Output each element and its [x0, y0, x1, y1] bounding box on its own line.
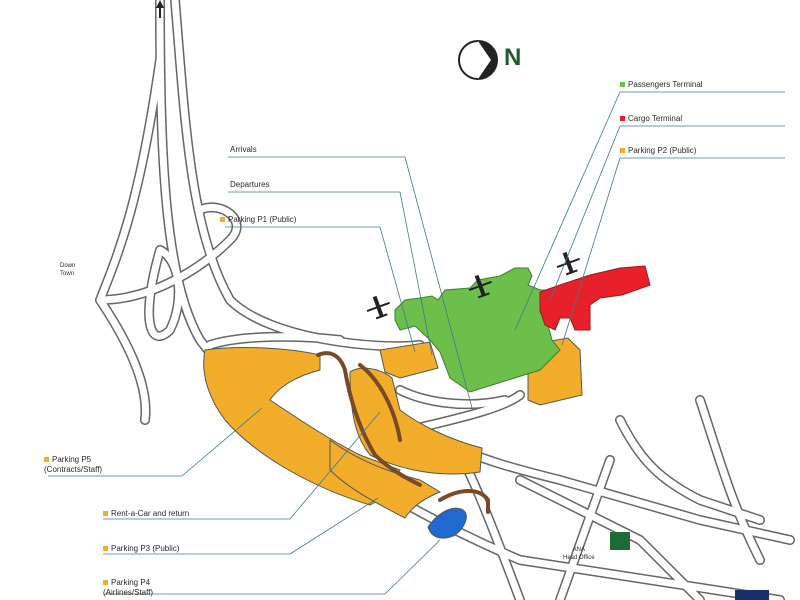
parking-areas [203, 337, 583, 519]
legend-parking-p5: Parking P5 (Contracts/Staff) [44, 455, 102, 475]
legend-label: Parking P5 [52, 455, 92, 464]
legend-label: Parking P3 (Public) [111, 544, 180, 553]
downtown-line2: Town [60, 271, 75, 277]
label-arrivals: Arrivals [230, 145, 257, 154]
airplane-icon [366, 295, 390, 320]
legend-cargo-terminal: Cargo Terminal [620, 114, 682, 124]
swatch-parking [620, 148, 625, 153]
rent-a-car-roads [316, 351, 490, 514]
corner-block [735, 590, 769, 600]
swatch-cargo [620, 116, 625, 121]
legend-label: Rent-a-Car and return [111, 509, 190, 518]
swatch-parking [103, 580, 108, 585]
swatch-parking [103, 546, 108, 551]
leader-lines [48, 91, 785, 595]
legend-label: Parking P4 [111, 578, 151, 587]
legend-passengers-terminal: Passengers Terminal [620, 80, 703, 90]
compass-icon [458, 40, 498, 80]
label-departures: Departures [230, 180, 270, 189]
swatch-parking [220, 217, 225, 222]
legend-label: Parking P1 (Public) [228, 215, 297, 224]
legend-label: Parking P2 (Public) [628, 146, 697, 155]
legend-parking-p3: Parking P3 (Public) [103, 544, 179, 554]
legend-parking-p4: Parking P4 (Airlines/Staff) [103, 578, 153, 598]
swatch-terminal [620, 82, 625, 87]
legend-sublabel: (Contracts/Staff) [44, 465, 103, 474]
ana-head-office-building [610, 532, 630, 550]
legend-parking-p2: Parking P2 (Public) [620, 146, 696, 156]
legend-parking-p1: Parking P1 (Public) [220, 215, 296, 225]
swatch-parking [44, 457, 49, 462]
airplane-icons [366, 251, 580, 320]
ana-line1: ANA [572, 547, 585, 553]
swatch-parking [103, 511, 108, 516]
label-ana-head-office: ANA Head Office [563, 546, 595, 562]
cargo-terminal [539, 265, 651, 331]
airplane-icon [468, 274, 492, 299]
road-north-arrow [156, 0, 164, 18]
label-downtown: Down Town [60, 262, 75, 278]
parking-p4-area [329, 439, 442, 519]
ana-line2: Head Office [563, 555, 595, 561]
pool-area [427, 507, 467, 539]
downtown-line1: Down [60, 263, 76, 269]
legend-label: Passengers Terminal [628, 80, 703, 89]
compass-north-label: N [504, 44, 522, 71]
airplane-icon [556, 251, 580, 276]
parking-p1-area [379, 341, 439, 379]
legend-sublabel: (Airlines/Staff) [103, 588, 154, 597]
legend-label: Cargo Terminal [628, 114, 683, 123]
legend-rent-a-car: Rent-a-Car and return [103, 509, 189, 519]
